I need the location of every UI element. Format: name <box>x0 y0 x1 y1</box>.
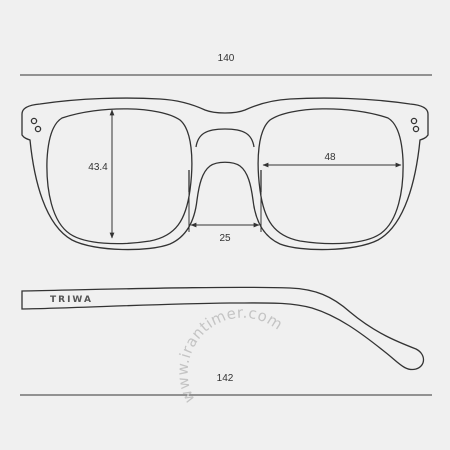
left-rivet-bottom <box>34 125 42 133</box>
lens-height-dimension: 43.4 <box>88 109 115 239</box>
right-rivet-bottom <box>412 125 420 133</box>
lens-height-label: 43.4 <box>88 162 108 173</box>
frame-front-view <box>21 97 429 251</box>
lens-width-label: 48 <box>324 152 336 163</box>
temple-length-dimension: 142 <box>20 373 432 396</box>
temple-outline <box>21 286 425 371</box>
frame-width-dimension: 140 <box>20 53 432 76</box>
lens-width-dimension: 48 <box>262 152 402 168</box>
right-rivet-top <box>410 117 418 125</box>
frame-outline <box>21 97 429 251</box>
left-lens <box>46 108 193 245</box>
frame-width-label: 140 <box>218 53 235 64</box>
nose-bridge <box>195 128 255 148</box>
watermark-text: www.irantimer.com <box>174 304 287 406</box>
temple-length-label: 142 <box>217 373 234 384</box>
temple-side-view: TRIWA <box>21 286 425 371</box>
bridge-width-label: 25 <box>219 233 231 244</box>
watermark-path-text: www.irantimer.com <box>174 304 286 406</box>
right-lens <box>257 108 404 245</box>
left-rivet-top <box>30 117 38 125</box>
bridge-width-dimension: 25 <box>188 192 262 244</box>
brand-logo-text: TRIWA <box>50 295 93 305</box>
